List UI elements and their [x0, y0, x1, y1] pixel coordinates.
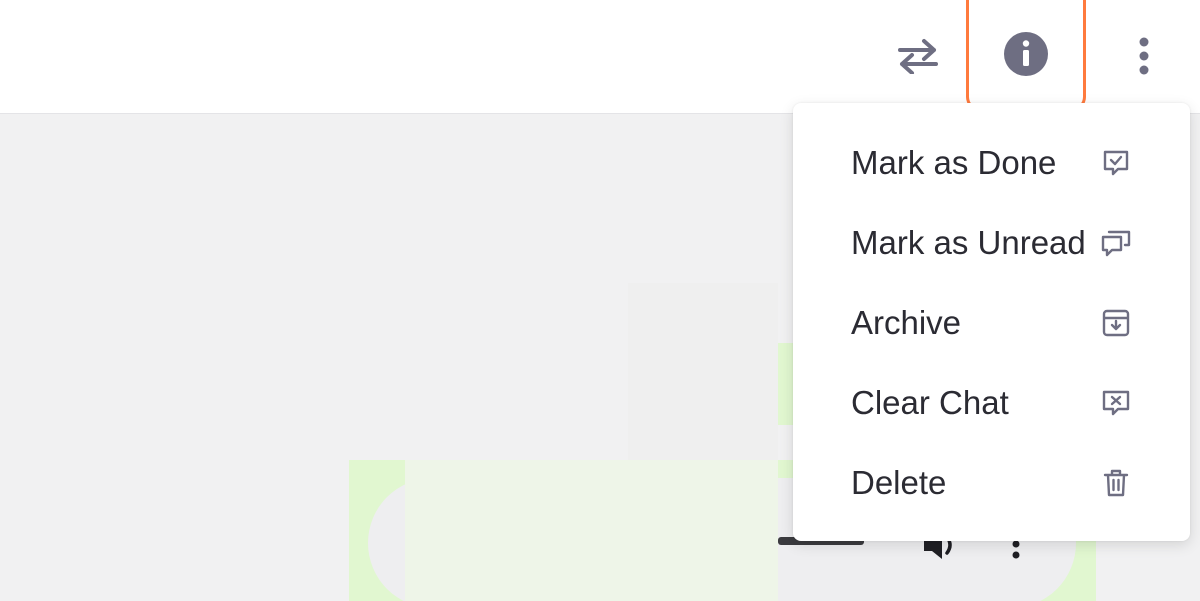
chat-bubbles-icon — [1099, 226, 1133, 260]
menu-item-label: Mark as Done — [851, 144, 1057, 181]
menu-item-archive[interactable]: Archive — [793, 283, 1190, 363]
more-vertical-icon — [1139, 37, 1149, 75]
more-options-button[interactable] — [1124, 30, 1164, 82]
redacted-content — [628, 283, 778, 463]
outgoing-message-edge — [778, 343, 796, 425]
menu-item-label: Archive — [851, 304, 962, 341]
archive-box-icon — [1099, 306, 1133, 340]
menu-item-delete[interactable]: Delete — [793, 443, 1190, 523]
menu-item-label: Delete — [851, 464, 947, 501]
menu-item-label: Clear Chat — [851, 384, 1009, 421]
menu-item-mark-as-done[interactable]: Mark as Done — [793, 123, 1190, 203]
menu-item-clear-chat[interactable]: Clear Chat — [793, 363, 1190, 443]
redacted-content — [405, 460, 778, 601]
menu-item-label: Mark as Unread — [851, 224, 1086, 261]
check-square-icon — [1099, 146, 1133, 180]
chat-x-icon — [1099, 386, 1133, 420]
info-button[interactable] — [966, 0, 1086, 111]
swap-arrows-icon — [898, 39, 938, 74]
chat-header — [0, 0, 1200, 114]
chat-options-menu: Mark as Done Mark as Unread Archive — [793, 103, 1190, 541]
trash-icon — [1099, 466, 1133, 500]
swap-button[interactable] — [888, 30, 948, 82]
voice-message-waveform[interactable] — [778, 537, 864, 545]
menu-item-mark-as-unread[interactable]: Mark as Unread — [793, 203, 1190, 283]
info-icon — [1004, 32, 1048, 76]
